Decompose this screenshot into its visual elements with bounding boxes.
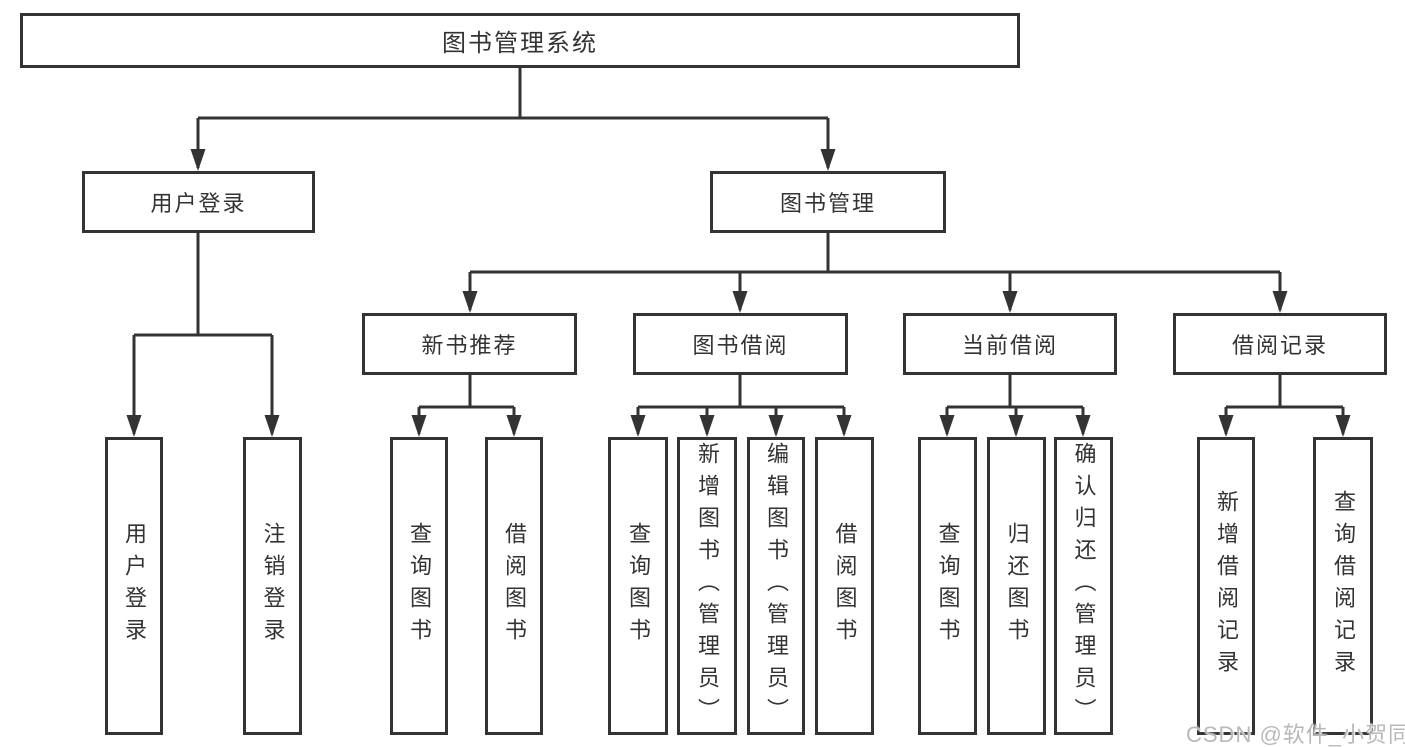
leaf-label: 新增图书（管理员） [695,442,720,730]
node-label: 用户登录 [150,191,247,216]
leaf-label: 注销登录 [260,522,286,650]
leaf-edit-books-admin: 编辑图书（管理员） [747,437,805,735]
arrowhead [506,415,522,437]
node-label: 新书推荐 [421,333,518,358]
node-book-management: 图书管理 [710,171,946,233]
leaf-label: 编辑图书（管理员） [764,442,789,730]
arrowhead [768,415,784,437]
arrowhead [836,415,852,437]
csdn-watermark: CSDN @软件_小贺同学 [1186,722,1405,747]
arrowhead [1218,415,1234,437]
arrowhead [699,415,715,437]
leaf-user-login: 用户登录 [105,437,163,735]
leaf-label: 确认归还（管理员） [1071,442,1097,730]
arrowhead [630,415,646,437]
arrowhead [126,415,142,437]
leaf-add-borrow-record: 新增借阅记录 [1197,437,1255,735]
arrowhead [732,291,748,313]
node-user-login: 用户登录 [82,171,315,233]
arrowhead [1002,291,1018,313]
leaf-label: 新增借阅记录 [1214,490,1239,682]
arrowhead [264,415,280,437]
arrowhead [939,415,955,437]
arrowhead [411,415,427,437]
node-label: 图书管理 [779,191,876,216]
leaf-borrow-books-recommend: 借阅图书 [485,437,543,735]
leaf-label: 借阅图书 [832,522,858,650]
leaf-label: 查询图书 [935,522,961,650]
leaf-label: 归还图书 [1004,522,1030,650]
node-borrow-records: 借阅记录 [1173,313,1387,375]
leaf-query-books-recommend: 查询图书 [390,437,448,735]
node-label: 当前借阅 [961,333,1058,358]
leaf-label: 借阅图书 [502,522,527,650]
node-current-borrow: 当前借阅 [903,313,1117,375]
leaf-label: 查询图书 [626,522,651,650]
arrowhead [1075,415,1091,437]
arrowhead [820,149,836,171]
node-root-system: 图书管理系统 [20,13,1020,68]
node-label: 图书借阅 [692,333,789,358]
node-new-book-recommend: 新书推荐 [362,313,577,375]
leaf-add-books-admin: 新增图书（管理员） [677,437,737,735]
arrowhead [1272,291,1288,313]
leaf-return-books: 归还图书 [987,437,1046,735]
leaf-label: 查询图书 [407,522,432,650]
arrowhead [1008,415,1024,437]
leaf-logout: 注销登录 [243,437,302,735]
leaf-query-books-borrow: 查询图书 [608,437,668,735]
leaf-query-borrow-record: 查询借阅记录 [1313,437,1373,735]
arrowhead [1335,415,1351,437]
node-label: 借阅记录 [1231,333,1328,358]
leaf-label: 查询借阅记录 [1331,490,1356,682]
node-label: 图书管理系统 [442,30,598,57]
leaf-borrow-books: 借阅图书 [815,437,874,735]
arrowhead [462,291,478,313]
leaf-confirm-return-admin: 确认归还（管理员） [1054,437,1113,735]
node-book-borrow: 图书借阅 [633,313,848,375]
leaf-label: 用户登录 [122,522,147,650]
leaf-query-books-current: 查询图书 [918,437,977,735]
arrowhead [190,149,206,171]
